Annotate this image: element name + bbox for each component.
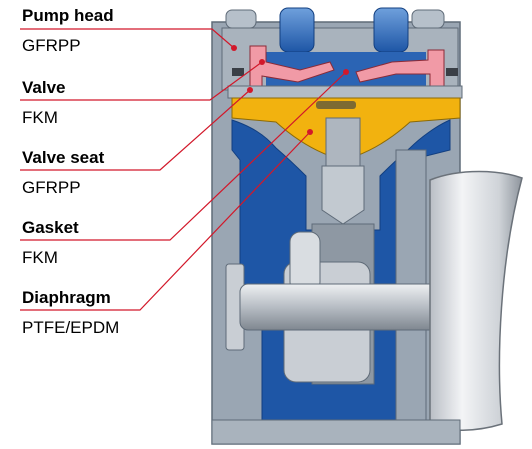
marker-pump-head — [231, 45, 237, 51]
eccentric-hub — [289, 231, 321, 293]
leader-gasket — [20, 71, 347, 241]
motor-wheel — [429, 170, 523, 432]
port-outlet — [373, 7, 409, 53]
label-diaphragm: Diaphragm — [22, 288, 111, 307]
rod-upper — [325, 117, 361, 167]
leader-markers — [231, 45, 349, 135]
label-pump-head: Pump head — [22, 6, 114, 25]
label-valve-seat: Valve seat — [22, 148, 105, 167]
marker-diaphragm — [307, 129, 313, 135]
top-bolt-right — [411, 9, 445, 29]
valve-seat-plate — [227, 85, 463, 99]
rod-lower — [321, 165, 365, 225]
drive-shaft — [225, 263, 473, 351]
label-valve: Valve — [22, 78, 66, 97]
label-gasket: Gasket — [22, 218, 79, 237]
pump-base — [211, 419, 461, 445]
leader-pump-head — [20, 28, 235, 49]
material-valve-seat: GFRPP — [22, 178, 81, 197]
material-diaphragm: PTFE/EPDM — [22, 318, 120, 337]
leader-diaphragm — [20, 131, 311, 311]
gasket-left — [232, 68, 244, 76]
marker-gasket — [343, 69, 349, 75]
leader-valve-seat — [20, 89, 251, 171]
gasket-right — [446, 68, 458, 76]
leader-valve — [20, 61, 263, 101]
material-gasket: FKM — [22, 248, 58, 267]
diaphragm-slot — [316, 101, 356, 109]
marker-valve-seat — [247, 87, 253, 93]
port-inlet — [279, 7, 315, 53]
material-valve: FKM — [22, 108, 58, 127]
leader-lines — [20, 28, 347, 311]
material-pump-head: GFRPP — [22, 36, 81, 55]
top-bolt-left — [225, 9, 257, 29]
marker-valve — [259, 59, 265, 65]
